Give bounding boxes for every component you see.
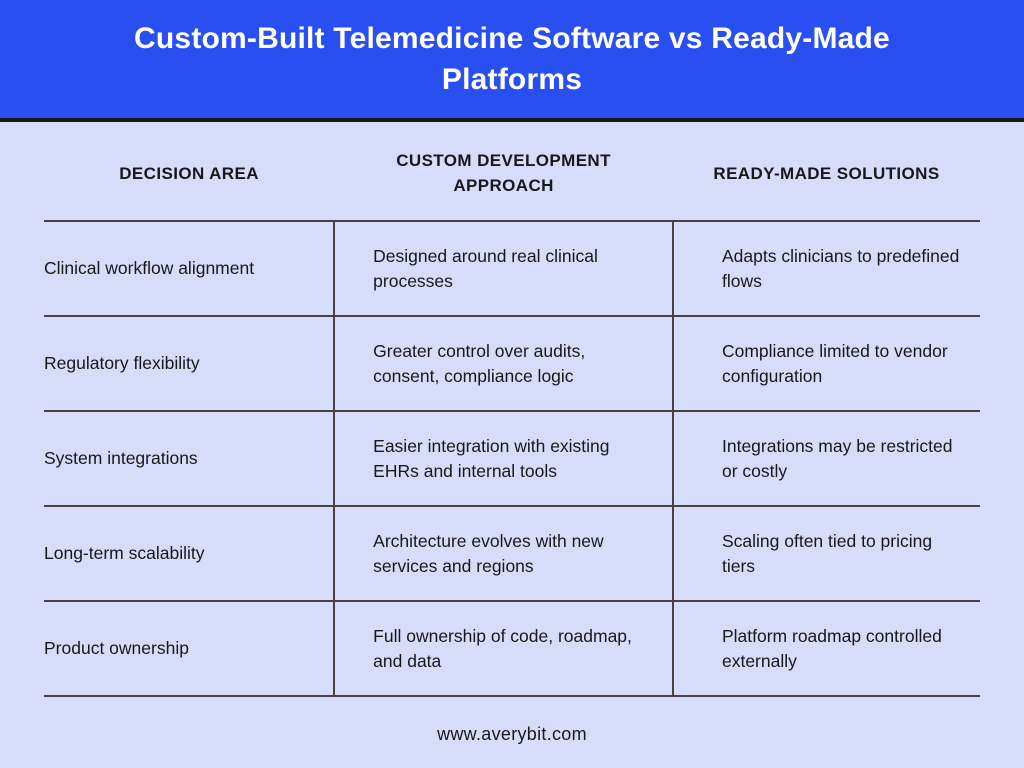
table-header-row: DECISION AREA CUSTOM DEVELOPMENT APPROAC… xyxy=(44,122,980,222)
cell-decision-area: Regulatory flexibility xyxy=(44,316,335,412)
cell-custom-development: Easier integration with existing EHRs an… xyxy=(333,411,673,507)
column-header-ready-made-solutions: READY-MADE SOLUTIONS xyxy=(672,122,980,222)
cell-ready-made: Adapts clinicians to predefined flows xyxy=(671,221,980,317)
table-row: Product ownership Full ownership of code… xyxy=(44,601,980,697)
cell-ready-made: Compliance limited to vendor configurati… xyxy=(671,316,980,412)
cell-ready-made: Platform roadmap controlled externally xyxy=(671,601,980,697)
cell-decision-area: Long-term scalability xyxy=(44,506,335,602)
cell-decision-area: System integrations xyxy=(44,411,335,507)
cell-custom-development: Designed around real clinical processes xyxy=(333,221,673,317)
cell-custom-development: Greater control over audits, consent, co… xyxy=(333,316,673,412)
cell-decision-area: Clinical workflow alignment xyxy=(44,221,335,317)
comparison-table: DECISION AREA CUSTOM DEVELOPMENT APPROAC… xyxy=(44,122,980,697)
table-row: Clinical workflow alignment Designed aro… xyxy=(44,221,980,317)
column-header-decision-area: DECISION AREA xyxy=(44,122,335,222)
cell-ready-made: Scaling often tied to pricing tiers xyxy=(671,506,980,602)
header-banner: Custom-Built Telemedicine Software vs Re… xyxy=(0,0,1024,122)
cell-custom-development: Full ownership of code, roadmap, and dat… xyxy=(333,601,673,697)
table-body: Clinical workflow alignment Designed aro… xyxy=(44,221,980,697)
table-row: System integrations Easier integration w… xyxy=(44,411,980,507)
page-title: Custom-Built Telemedicine Software vs Re… xyxy=(134,22,890,96)
cell-ready-made: Integrations may be restricted or costly xyxy=(671,411,980,507)
cell-decision-area: Product ownership xyxy=(44,601,335,697)
table-row: Regulatory flexibility Greater control o… xyxy=(44,316,980,412)
cell-custom-development: Architecture evolves with new services a… xyxy=(333,506,673,602)
footer: www.averybit.com xyxy=(0,700,1024,768)
table-header: DECISION AREA CUSTOM DEVELOPMENT APPROAC… xyxy=(44,122,980,222)
comparison-table-container: DECISION AREA CUSTOM DEVELOPMENT APPROAC… xyxy=(0,122,1024,700)
footer-website-url: www.averybit.com xyxy=(437,723,587,744)
column-header-custom-development-approach: CUSTOM DEVELOPMENT APPROACH xyxy=(334,122,673,222)
table-row: Long-term scalability Architecture evolv… xyxy=(44,506,980,602)
